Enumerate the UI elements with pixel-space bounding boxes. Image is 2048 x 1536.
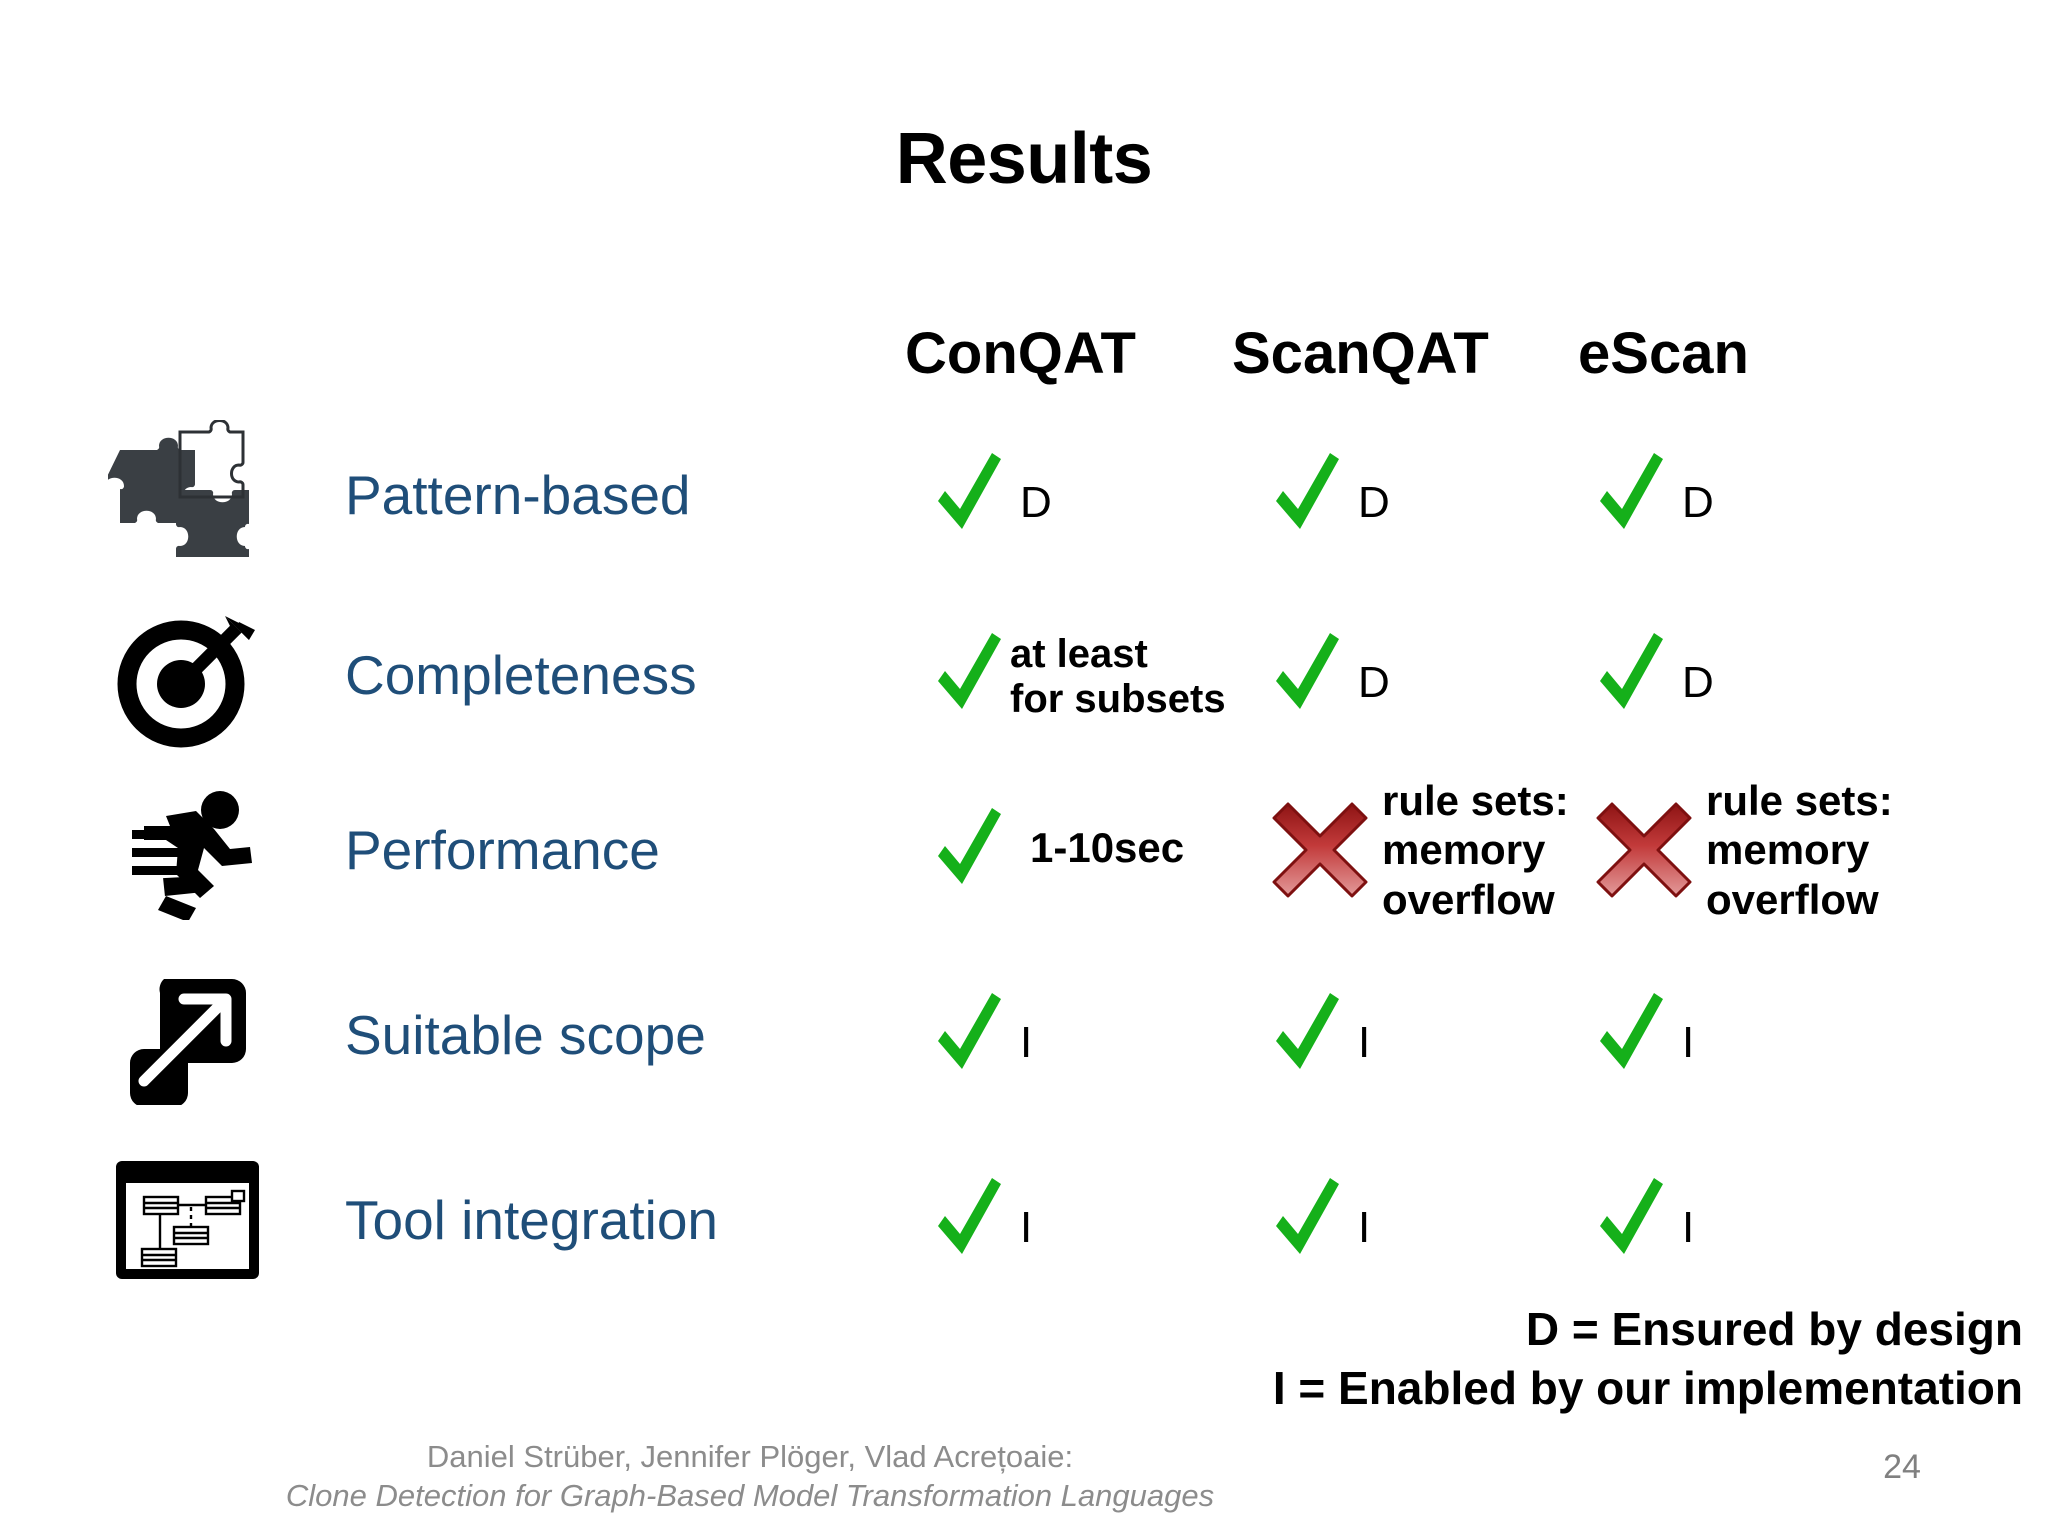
cell-note: rule sets: memory overflow bbox=[1382, 776, 1569, 923]
cell-performance-scanqat: rule sets: memory overflow bbox=[1268, 765, 1588, 935]
cell-note: D bbox=[1358, 478, 1390, 528]
cell-note: at least for subsets bbox=[1010, 632, 1226, 721]
cell-suitable-scope-escan: I bbox=[1592, 950, 1922, 1120]
check-icon bbox=[930, 449, 1008, 541]
cell-tool-integration-conqat: I bbox=[930, 1135, 1230, 1305]
cell-suitable-scope-scanqat: I bbox=[1268, 950, 1588, 1120]
check-icon bbox=[1592, 629, 1670, 721]
column-header-escan: eScan bbox=[1578, 321, 1749, 386]
page-title: Results bbox=[895, 119, 1153, 199]
legend: D = Ensured by design I = Enabled by our… bbox=[0, 1300, 2023, 1418]
row-label-pattern-based: Pattern-based bbox=[345, 464, 691, 526]
cell-completeness-escan: D bbox=[1592, 590, 1922, 760]
cross-icon bbox=[1592, 798, 1696, 902]
cell-tool-integration-scanqat: I bbox=[1268, 1135, 1588, 1305]
cell-pattern-based-escan: D bbox=[1592, 410, 1922, 580]
cell-note: D bbox=[1020, 478, 1052, 528]
legend-line-design: D = Ensured by design bbox=[1525, 1303, 2023, 1355]
cross-icon bbox=[1268, 798, 1372, 902]
check-icon bbox=[1268, 1174, 1346, 1266]
check-icon bbox=[1592, 1174, 1670, 1266]
column-header-conqat: ConQAT bbox=[905, 321, 1136, 386]
cell-performance-conqat: 1-10sec bbox=[930, 765, 1230, 935]
cell-note: I bbox=[1020, 1203, 1033, 1253]
row-label-suitable-scope: Suitable scope bbox=[345, 1004, 706, 1066]
check-icon bbox=[930, 804, 1008, 896]
cell-note: D bbox=[1682, 478, 1714, 528]
puzzle-pieces-icon bbox=[95, 410, 280, 580]
cell-note: D bbox=[1358, 658, 1390, 708]
cell-suitable-scope-conqat: I bbox=[930, 950, 1230, 1120]
cell-note: 1-10sec bbox=[1030, 824, 1185, 872]
table-row: Tool integration I I I bbox=[0, 1135, 2048, 1315]
row-label-tool-integration: Tool integration bbox=[345, 1189, 719, 1251]
diagram-window-icon bbox=[95, 1135, 280, 1305]
page-number: 24 bbox=[1883, 1448, 1921, 1486]
row-label-performance: Performance bbox=[345, 819, 660, 881]
check-icon bbox=[930, 989, 1008, 1081]
check-icon bbox=[930, 1174, 1008, 1266]
footer-authors: Daniel Strüber, Jennifer Plöger, Vlad Ac… bbox=[426, 1439, 1074, 1474]
table-row: Performance 1-10sec rule sets: memory ov… bbox=[0, 765, 2048, 945]
table-row: Suitable scope I I I bbox=[0, 950, 2048, 1130]
check-icon bbox=[1268, 989, 1346, 1081]
cell-pattern-based-scanqat: D bbox=[1268, 410, 1588, 580]
footer-paper-title: Clone Detection for Graph-Based Model Tr… bbox=[285, 1477, 1215, 1513]
cell-completeness-scanqat: D bbox=[1268, 590, 1588, 760]
row-label-completeness: Completeness bbox=[345, 644, 697, 706]
cell-note: I bbox=[1358, 1018, 1371, 1068]
check-icon bbox=[1268, 449, 1346, 541]
cell-note: rule sets: memory overflow bbox=[1706, 776, 1893, 923]
legend-line-implementation: I = Enabled by our implementation bbox=[1272, 1361, 2023, 1414]
cell-completeness-conqat: at least for subsets bbox=[930, 590, 1230, 760]
running-person-icon bbox=[95, 765, 280, 935]
check-icon bbox=[930, 629, 1008, 721]
expand-arrow-icon bbox=[95, 950, 280, 1120]
cell-note: I bbox=[1358, 1203, 1371, 1253]
table-row: Pattern-based D D D bbox=[0, 410, 2048, 590]
check-icon bbox=[1268, 629, 1346, 721]
cell-tool-integration-escan: I bbox=[1592, 1135, 1922, 1305]
cell-note: I bbox=[1682, 1018, 1695, 1068]
cell-performance-escan: rule sets: memory overflow bbox=[1592, 765, 1922, 935]
check-icon bbox=[1592, 989, 1670, 1081]
cell-note: I bbox=[1020, 1018, 1033, 1068]
check-icon bbox=[1592, 449, 1670, 541]
cell-note: I bbox=[1682, 1203, 1695, 1253]
cell-note: D bbox=[1682, 658, 1714, 708]
target-bullseye-icon bbox=[95, 590, 280, 760]
cell-pattern-based-conqat: D bbox=[930, 410, 1230, 580]
column-header-scanqat: ScanQAT bbox=[1232, 321, 1489, 386]
table-row: Completeness at least for subsets D D bbox=[0, 590, 2048, 770]
footer: Daniel Strüber, Jennifer Plöger, Vlad Ac… bbox=[0, 1438, 1500, 1516]
